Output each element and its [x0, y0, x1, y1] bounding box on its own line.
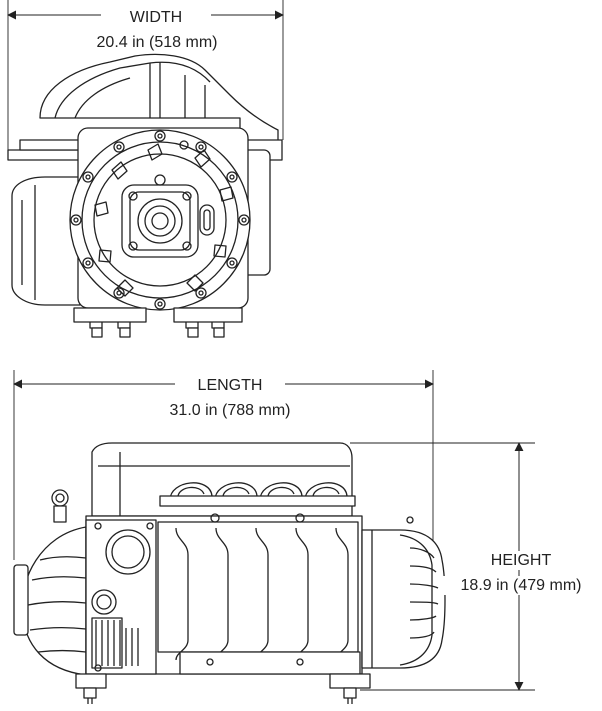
bolt-ring — [70, 130, 250, 310]
side-view — [13, 370, 535, 704]
front-view — [7, 0, 284, 338]
cylinder-domes — [159, 482, 356, 507]
height-label: HEIGHT — [466, 551, 576, 570]
width-label: WIDTH — [101, 8, 211, 27]
width-value: 20.4 in (518 mm) — [96, 34, 218, 51]
length-label: LENGTH — [175, 376, 285, 395]
height-value: 18.9 in (479 mm) — [440, 576, 602, 595]
length-value: 31.0 in (788 mm) — [169, 402, 291, 419]
